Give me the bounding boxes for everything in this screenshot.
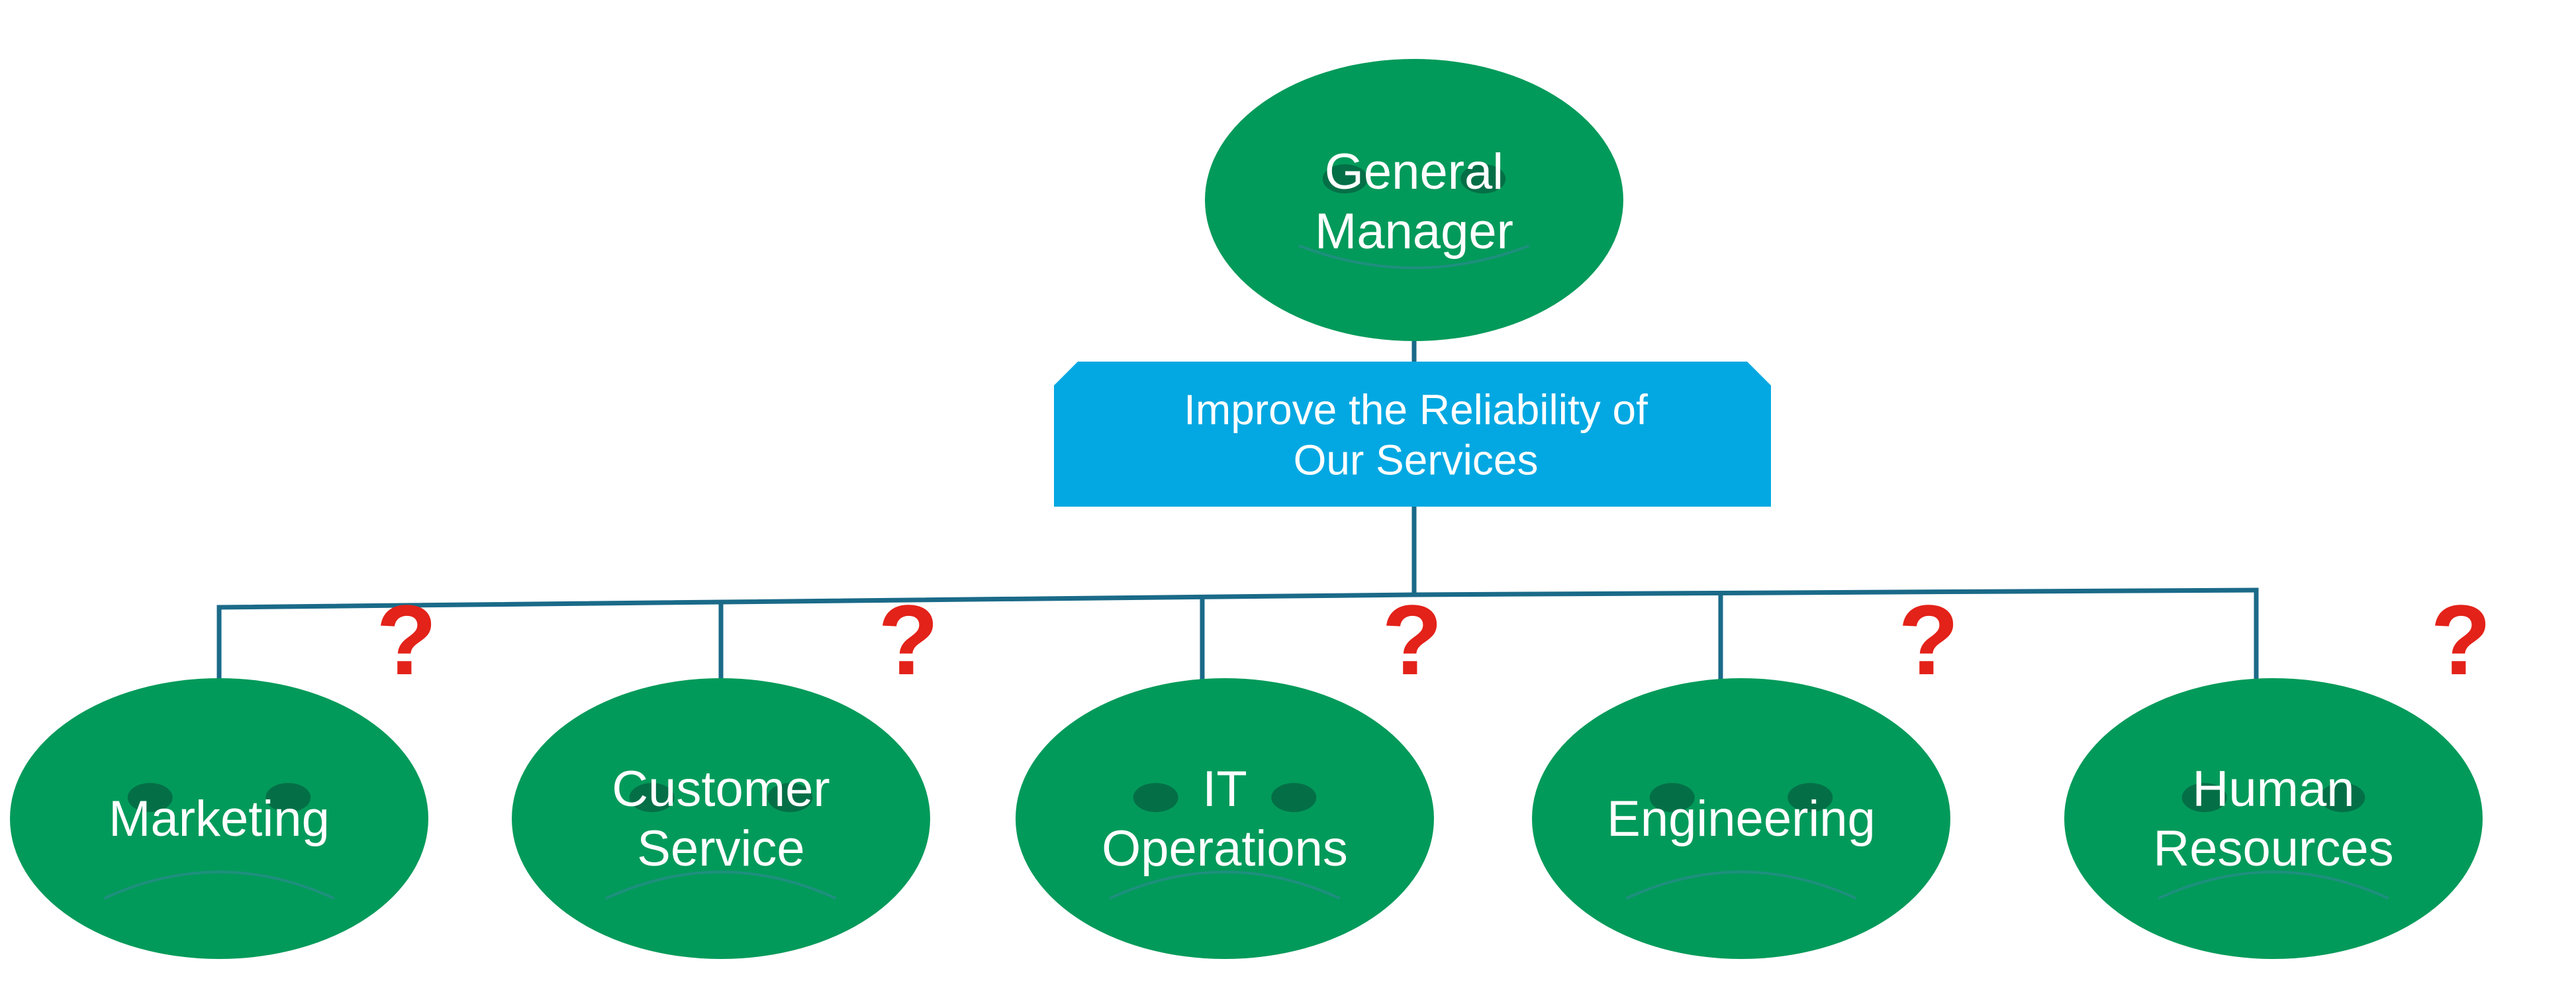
manager-right-eye-icon (1460, 164, 1506, 194)
department-label: Marketing (109, 791, 330, 847)
department-node-engineering: Engineering? (1532, 584, 1959, 959)
department-label-line: Operations (1102, 820, 1348, 876)
department-label-line: Human (2193, 761, 2355, 817)
goal-label-line: Our Services (1294, 436, 1539, 483)
department-right-eye-icon (767, 783, 813, 813)
department-ellipse (2064, 678, 2483, 959)
department-right-eye-icon (1271, 783, 1317, 813)
department-label-line: Resources (2153, 820, 2393, 876)
manager-ellipse (1205, 59, 1623, 341)
department-mouth-icon (2158, 870, 2389, 900)
department-left-eye-icon (1649, 783, 1695, 813)
manager-mouth-icon (1298, 244, 1530, 270)
department-left-eye-icon (629, 783, 675, 813)
question-mark-icon: ? (2430, 584, 2491, 695)
manager-label-line: Manager (1315, 203, 1513, 259)
goal-box-shape (1054, 362, 1771, 507)
department-right-eye-icon (1788, 783, 1833, 813)
department-node-marketing: Marketing? (10, 584, 437, 959)
department-mouth-icon (1625, 870, 1857, 900)
question-mark-icon: ? (1898, 584, 1959, 695)
department-label-line: Engineering (1607, 791, 1876, 847)
department-mouth-icon (103, 870, 335, 900)
question-mark-icon: ? (1382, 584, 1443, 695)
department-label-line: Service (637, 820, 804, 876)
department-label-line: Customer (612, 761, 830, 817)
department-bus-connector (216, 587, 2259, 610)
department-label-line: Marketing (109, 791, 330, 847)
manager-label-line: General (1325, 144, 1503, 200)
department-label-line: IT (1202, 761, 1247, 817)
connectors-group (216, 338, 2259, 683)
goal-label-line: Improve the Reliability of (1184, 386, 1648, 434)
department-right-eye-icon (265, 783, 311, 813)
question-mark-icon: ? (376, 584, 437, 695)
department-left-eye-icon (127, 783, 173, 813)
manager-left-eye-icon (1322, 164, 1368, 194)
department-ellipse (10, 678, 428, 959)
department-ellipse (512, 678, 930, 959)
department-ellipse (1532, 678, 1950, 959)
department-ellipse (1016, 678, 1434, 959)
question-mark-icon: ? (878, 584, 939, 695)
department-right-eye-icon (2320, 783, 2365, 813)
department-mouth-icon (605, 870, 837, 900)
department-mouth-icon (1109, 870, 1341, 900)
department-left-eye-icon (2181, 783, 2227, 813)
department-label: Engineering (1607, 791, 1876, 847)
department-left-eye-icon (1133, 783, 1178, 813)
